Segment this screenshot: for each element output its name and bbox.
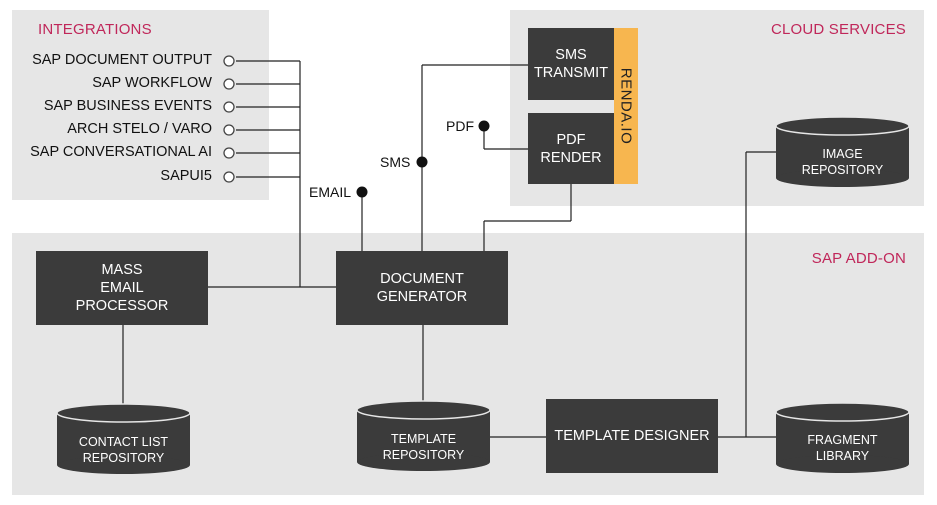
mass-email-line-1: MASS [101,262,143,278]
renda-io-label: RENDA.IO [617,67,635,145]
contact-list-line-2: REPOSITORY [82,451,165,465]
template-repository-label: TEMPLATE REPOSITORY [357,431,490,463]
template-repository-line-1: TEMPLATE [390,432,457,446]
pdf-connector-label: PDF [446,118,474,134]
document-generator-line-1: DOCUMENT [380,271,464,287]
cloud-services-title: CLOUD SERVICES [770,21,906,38]
integrations-title: INTEGRATIONS [38,21,152,38]
pdf-render-box: PDF RENDER [528,113,614,184]
template-repository-cylinder [356,400,491,471]
image-repository-line-2: REPOSITORY [801,163,884,177]
document-generator-box: DOCUMENT GENERATOR [336,251,508,325]
fragment-library-cylinder [775,402,910,473]
fragment-library-line-1: FRAGMENT [807,433,878,447]
contact-list-line-1: CONTACT LIST [78,435,169,449]
contact-list-repository-label: CONTACT LIST REPOSITORY [57,434,190,466]
image-repository-cylinder [775,116,910,187]
integration-sap-business-events: SAP BUSINESS EVENTS [43,98,212,114]
sms-connector-label: SMS [380,154,411,170]
mass-email-line-2: EMAIL [100,280,144,296]
document-generator-line-2: GENERATOR [376,289,468,305]
template-repository-line-2: REPOSITORY [382,448,465,462]
integration-sap-workflow: SAP WORKFLOW [92,75,212,91]
template-designer-box: TEMPLATE DESIGNER [546,399,718,473]
pdf-render-line-2: RENDER [540,149,602,166]
fragment-library-line-2: LIBRARY [815,449,870,463]
template-designer-label: TEMPLATE DESIGNER [554,428,710,444]
email-connector-label: EMAIL [309,184,352,200]
sms-transmit-line-1: SMS [555,47,587,63]
image-repository-label: IMAGE REPOSITORY [776,146,909,178]
integration-sapui5: SAPUI5 [160,168,212,184]
contact-list-cylinder [56,403,191,474]
pdf-render-line-1: PDF [556,131,586,148]
image-repository-line-1: IMAGE [822,147,863,161]
sms-transmit-box: SMS TRANSMIT [528,28,614,100]
integration-sap-document-output: SAP DOCUMENT OUTPUT [32,52,212,68]
integration-sap-conversational-ai: SAP CONVERSATIONAL AI [30,144,212,160]
sms-transmit-line-2: TRANSMIT [533,65,609,81]
renda-io-bar [614,28,638,184]
mass-email-line-3: PROCESSOR [75,298,169,314]
fragment-library-label: FRAGMENT LIBRARY [776,432,909,464]
mass-email-processor-box: MASS EMAIL PROCESSOR [36,251,208,325]
integration-arch-stelo-varo: ARCH STELO / VARO [67,121,212,137]
sap-addon-title: SAP ADD-ON [811,250,906,267]
